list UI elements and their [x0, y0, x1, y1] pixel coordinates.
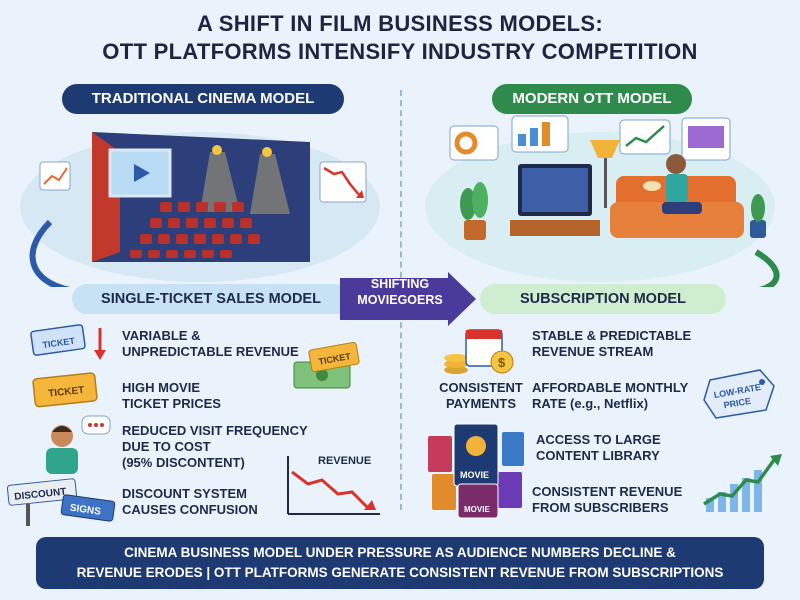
analytics-cards [449, 115, 731, 161]
price-tag-line2: PRICE [723, 396, 752, 411]
ticket-text-3: TICKET [48, 385, 85, 400]
svg-text:$: $ [498, 355, 506, 370]
summary-line-1: CINEMA BUSINESS MODEL UNDER PRESSURE AS … [124, 545, 676, 560]
summary-line-2: REVENUE ERODES | OTT PLATFORMS GENERATE … [76, 565, 724, 580]
confused-person-icon [46, 415, 111, 474]
ticket-icon: TICKET [30, 324, 106, 360]
backdrop-shape-right [425, 132, 775, 282]
calendar-coins-icon: $ [444, 329, 514, 374]
bar-chart-icon [39, 161, 71, 191]
declining-chart-icon [319, 161, 367, 203]
modern-ott-heading: MODERN OTT MODEL [492, 84, 692, 114]
item-reduced-visit-frequency: REDUCED VISIT FREQUENCY DUE TO COST (95%… [122, 423, 308, 470]
summary-banner: CINEMA BUSINESS MODEL UNDER PRESSURE AS … [36, 537, 764, 589]
title-line-2: OTT PLATFORMS INTENSIFY INDUSTRY COMPETI… [102, 39, 698, 64]
item-consistent-revenue: CONSISTENT REVENUE FROM SUBSCRIBERS [532, 484, 683, 515]
lamp-icon [590, 140, 620, 208]
seats [130, 202, 260, 258]
item-affordable-rate: AFFORDABLE MONTHLY RATE (e.g., Netflix) [532, 380, 689, 411]
title-line-1: A SHIFT IN FILM BUSINESS MODELS: [196, 11, 603, 36]
shifting-moviegoers-label: SHIFTING MOVIEGOERS [357, 277, 443, 307]
item-high-ticket-prices: HIGH MOVIE TICKET PRICES [122, 380, 221, 411]
item-content-library: ACCESS TO LARGE CONTENT LIBRARY [536, 432, 661, 463]
living-room-illustration [425, 115, 780, 287]
television-icon [510, 164, 600, 236]
curved-arrow-left [29, 219, 71, 287]
sofa-with-viewer [610, 154, 744, 238]
price-tag-icon: LOW-RATE PRICE [703, 369, 775, 419]
item-stable-revenue: STABLE & PREDICTABLE REVENUE STREAM [532, 328, 692, 359]
discount-signs-icon: DISCOUNT SIGNS [6, 478, 116, 526]
curved-arrow-right [754, 249, 780, 287]
item-discount-confusion: DISCOUNT SYSTEM CAUSES CONFUSION [122, 486, 258, 517]
ticket-pair-icon: TICKET [32, 372, 98, 408]
traditional-cinema-heading: TRADITIONAL CINEMA MODEL [62, 84, 344, 114]
discount-sign-text: DISCOUNT [14, 486, 67, 502]
item-variable-revenue: VARIABLE & UNPREDICTABLE REVENUE [122, 328, 299, 359]
shifting-arrow [340, 272, 476, 326]
ticket-text: TICKET [42, 336, 76, 350]
plant-icon [460, 182, 488, 240]
cash-ticket-icon: TICKET [293, 342, 360, 389]
movie-posters-icon: MOVIE MOVIE [428, 423, 524, 519]
spotlight-icon [200, 145, 290, 214]
revenue-label: REVENUE [318, 455, 371, 467]
subscription-band: SUBSCRIPTION MODEL [480, 284, 726, 314]
plant-icon-right [750, 194, 766, 238]
revenue-growth-chart [703, 454, 782, 512]
single-ticket-band: SINGLE-TICKET SALES MODEL [72, 284, 350, 314]
signs-sign-text: SIGNS [69, 503, 102, 518]
play-icon [134, 164, 150, 182]
revenue-decline-chart: REVENUE [287, 455, 380, 515]
page-title: A SHIFT IN FILM BUSINESS MODELS: OTT PLA… [0, 10, 800, 66]
movie-text-1: MOVIE [460, 470, 489, 480]
cinema-theater-illustration [20, 132, 380, 287]
consistent-payments-label: CONSISTENT PAYMENTS [439, 380, 523, 411]
movie-text-2: MOVIE [464, 505, 490, 514]
